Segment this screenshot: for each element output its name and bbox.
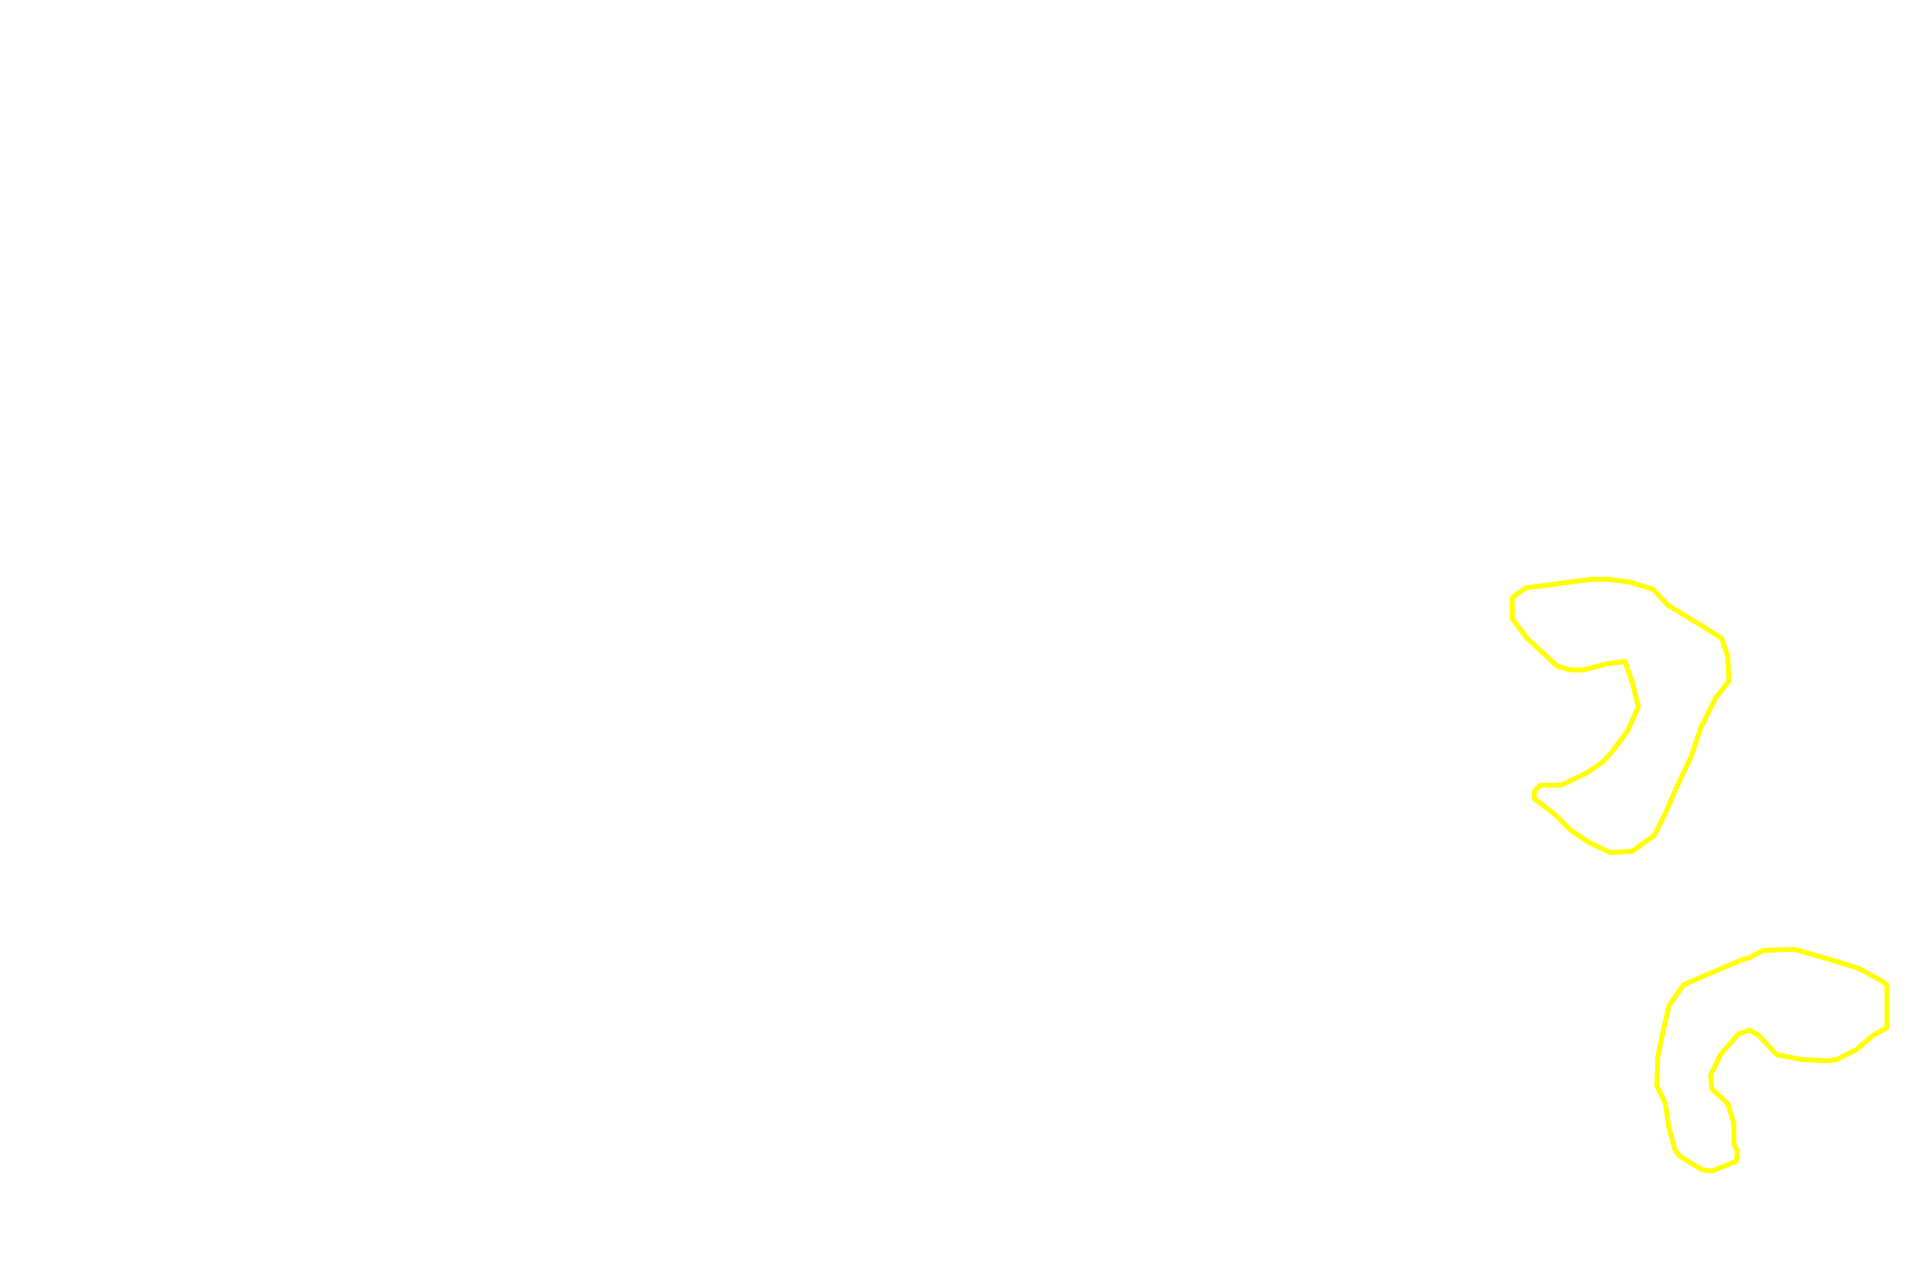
region-outline-lower [1654, 946, 1890, 1174]
region-outline-upper [1509, 576, 1732, 855]
